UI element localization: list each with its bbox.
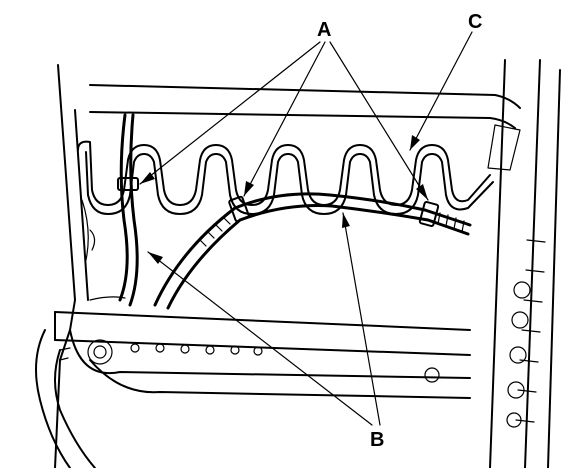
bottom-crossmember xyxy=(54,311,471,399)
callout-a: A xyxy=(317,19,331,41)
top-frame xyxy=(89,84,521,129)
clip-right xyxy=(418,201,440,227)
callout-c: C xyxy=(468,11,482,33)
right-rail xyxy=(487,59,561,468)
clip-middle xyxy=(228,195,250,223)
left-frame xyxy=(35,64,96,468)
harness-main xyxy=(153,192,472,310)
leader-lines xyxy=(139,31,473,426)
clip-left xyxy=(117,177,139,191)
harness-left xyxy=(89,113,139,307)
callout-b: B xyxy=(370,429,384,451)
clips xyxy=(117,177,440,227)
